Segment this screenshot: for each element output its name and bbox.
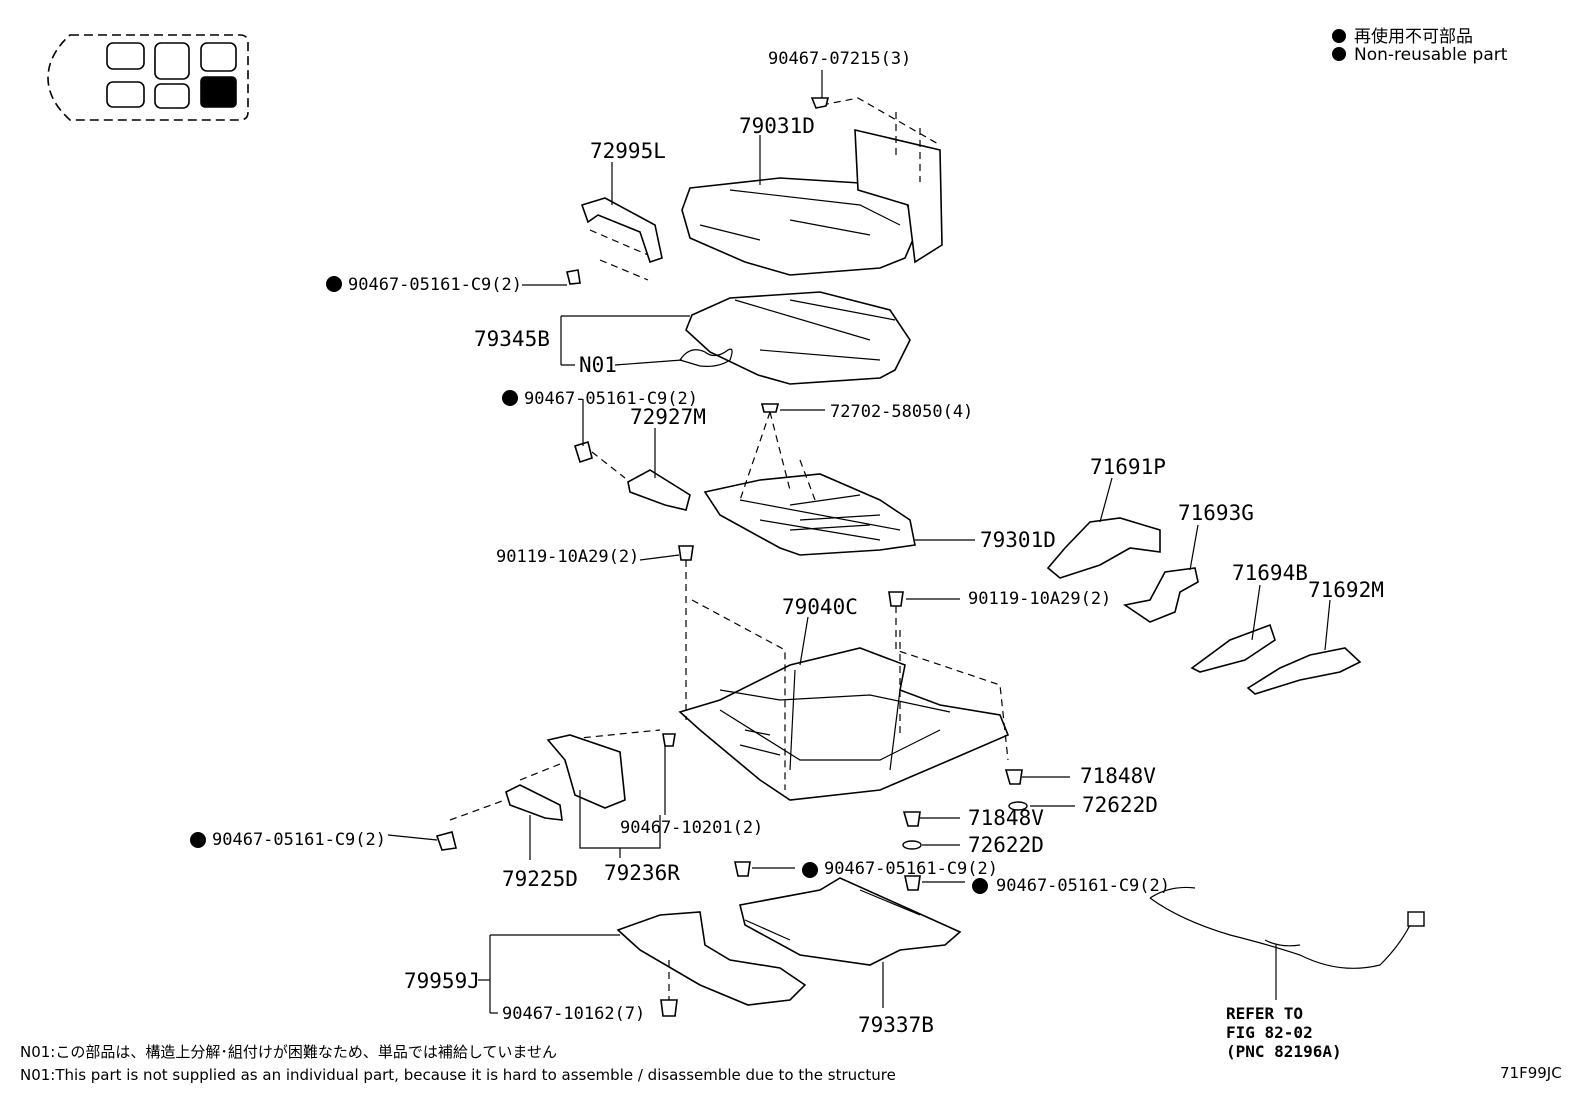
label-79040C[interactable]: 79040C	[782, 595, 858, 619]
label-90467-05161-d[interactable]: 90467-05161-C9(2)	[212, 830, 386, 850]
legend-en: Non-reusable part	[1332, 45, 1507, 65]
bolt-72702-icon	[739, 403, 816, 501]
label-72622D-a[interactable]: 72622D	[1082, 793, 1158, 817]
non-reusable-dot-icon	[1332, 47, 1346, 61]
leader-lines	[387, 70, 1331, 1014]
seat-track-frame-79040C[interactable]	[678, 647, 1010, 801]
cover-71692M[interactable]	[1246, 647, 1362, 695]
label-79337B[interactable]: 79337B	[858, 1013, 934, 1037]
label-72702-58050[interactable]: 72702-58050(4)	[830, 402, 973, 422]
cover-71691P[interactable]	[1046, 517, 1161, 579]
clip-icon-a	[566, 269, 581, 285]
clip-90467-10162-icon	[660, 960, 678, 1017]
figure-code: 71F99JC	[1500, 1064, 1562, 1082]
bolt-90119-a-icon	[678, 545, 694, 561]
label-90467-05161-e[interactable]: 90467-05161-C9(2)	[996, 876, 1170, 896]
label-90467-05161-c[interactable]: 90467-05161-C9(2)	[824, 859, 998, 879]
bolt-90119-b-icon	[888, 591, 904, 607]
label-72622D-b[interactable]: 72622D	[968, 833, 1044, 857]
label-71692M[interactable]: 71692M	[1308, 578, 1384, 602]
clip-71848V-a-icon	[1004, 769, 1023, 785]
label-79031D[interactable]: 79031D	[739, 114, 815, 138]
bracket-79236R[interactable]	[546, 734, 626, 809]
non-reusable-markers	[190, 276, 988, 894]
label-79225D[interactable]: 79225D	[502, 867, 578, 891]
refer-line-2[interactable]: FIG 82-02	[1226, 1023, 1313, 1042]
refer-line-1[interactable]: REFER TO	[1226, 1004, 1304, 1023]
label-71848V-a[interactable]: 71848V	[1080, 764, 1156, 788]
non-reusable-dot-icon	[1332, 29, 1346, 43]
label-79236R[interactable]: 79236R	[604, 861, 680, 885]
seat-frame-79301D[interactable]	[703, 473, 916, 556]
clip-icon-e	[435, 831, 457, 851]
label-79301D[interactable]: 79301D	[980, 528, 1056, 552]
dash-guides-upper	[589, 97, 941, 281]
washer-72622D-b-icon	[902, 840, 922, 850]
label-79959J[interactable]: 79959J	[404, 969, 480, 993]
wire-harness-N01[interactable]	[679, 348, 733, 367]
label-72995L[interactable]: 72995L	[590, 139, 666, 163]
wire-harness-82196A[interactable]	[1149, 886, 1425, 969]
label-71691P[interactable]: 71691P	[1090, 455, 1166, 479]
label-90467-07215[interactable]: 90467-07215(3)	[768, 49, 911, 69]
clip-icon-c	[734, 861, 751, 877]
undercover-79337B[interactable]	[739, 877, 962, 966]
refer-line-3[interactable]: (PNC 82196A)	[1226, 1042, 1342, 1061]
label-79345B[interactable]: 79345B	[474, 327, 550, 351]
label-90119-10A29-a[interactable]: 90119-10A29(2)	[496, 547, 639, 567]
clip-icon-d	[904, 875, 921, 891]
seat-cushion-pad-79345B[interactable]	[685, 291, 911, 385]
label-N01[interactable]: N01	[579, 353, 617, 377]
label-90467-10162[interactable]: 90467-10162(7)	[502, 1004, 645, 1024]
label-72927M[interactable]: 72927M	[630, 405, 706, 429]
washer-72622D-a-icon	[1008, 801, 1028, 811]
label-71693G[interactable]: 71693G	[1178, 501, 1254, 525]
clip-90467-10201-icon	[662, 733, 676, 747]
undercover-79959J[interactable]	[616, 911, 807, 1006]
clip-71848V-b-icon	[902, 811, 921, 827]
legend-jp: 再使用不可部品	[1332, 22, 1473, 47]
label-90119-10A29-b[interactable]: 90119-10A29(2)	[968, 589, 1111, 609]
clip-90467-07215-icon	[810, 97, 830, 109]
label-90467-05161-b[interactable]: 90467-05161-C9(2)	[524, 389, 698, 409]
part-labels: 90467-07215(3) 79031D 72995L 90467-05161…	[212, 49, 1384, 1037]
clip-icon-b	[573, 440, 593, 464]
cover-71693G[interactable]	[1122, 567, 1199, 623]
label-90467-05161-a[interactable]: 90467-05161-C9(2)	[348, 275, 522, 295]
bracket-79225D[interactable]	[505, 784, 563, 821]
label-71848V-b[interactable]: 71848V	[968, 806, 1044, 830]
note-jp: N01:この部品は、構造上分解･組付けが困難なため、単品では補給していません	[20, 1043, 557, 1061]
seat-cushion-cover-79031D[interactable]	[681, 128, 943, 276]
seat-locator-icon	[47, 34, 249, 121]
label-71694B[interactable]: 71694B	[1232, 561, 1308, 585]
note-en: N01:This part is not supplied as an indi…	[20, 1066, 896, 1084]
cover-71694B[interactable]	[1190, 623, 1276, 673]
bracket-72927M[interactable]	[627, 469, 691, 511]
cover-72995L[interactable]	[580, 197, 663, 264]
label-90467-10201[interactable]: 90467-10201(2)	[620, 818, 763, 838]
